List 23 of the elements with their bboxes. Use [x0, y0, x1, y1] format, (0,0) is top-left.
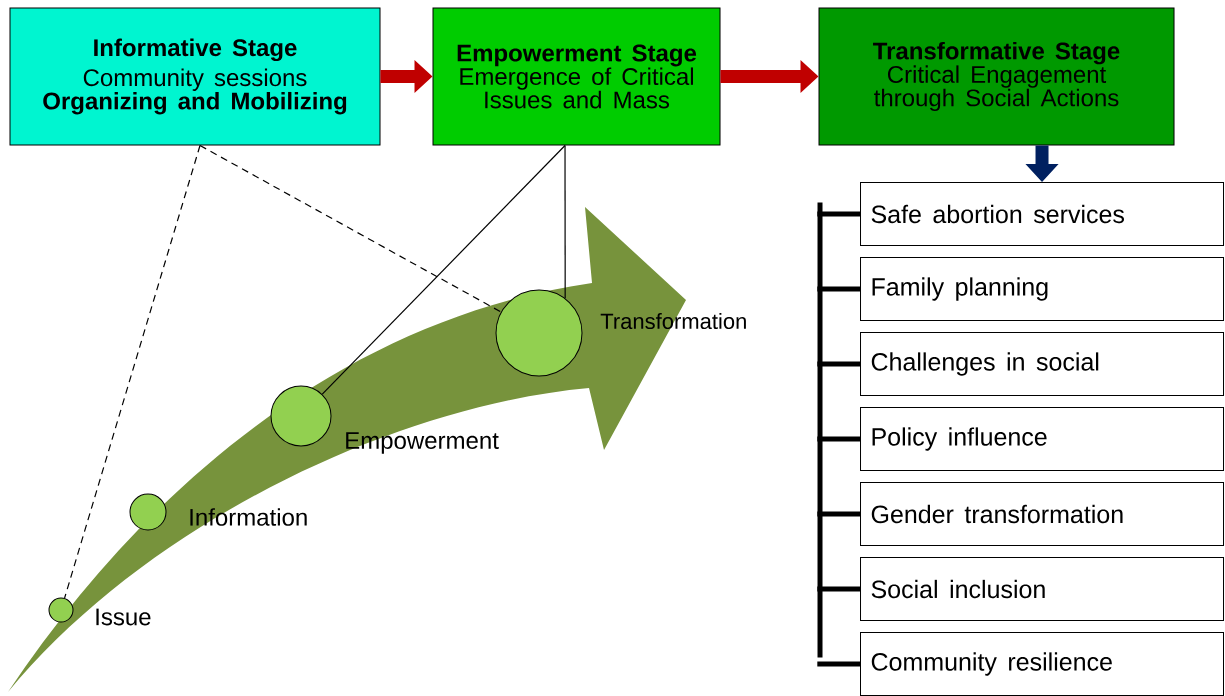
bracket-tick: [817, 361, 860, 367]
bracket-tick: [817, 436, 860, 442]
outcome-box: Safe abortion services: [860, 182, 1224, 246]
connector-line: [321, 144, 566, 395]
outcome-box: Gender transformation: [860, 482, 1224, 546]
outcome-box: Social inclusion: [860, 557, 1224, 621]
connector-line: [199, 144, 502, 313]
stage-box: Empowerment Stage Emergence of Critical Issues and Mass: [432, 7, 721, 146]
connector-line: [564, 144, 566, 299]
bracket-tick: [817, 286, 860, 292]
outcome-box: Policy influence: [860, 407, 1224, 471]
outcome-box: Family planning: [860, 257, 1224, 321]
circle-label: Issue: [96, 608, 151, 626]
bracket-tick: [817, 511, 860, 517]
outcome-box: Community resilience: [860, 632, 1224, 696]
bracket-bar: [817, 202, 823, 658]
outcome-box: Challenges in social: [860, 332, 1224, 396]
bracket-tick: [817, 211, 860, 217]
stage-box: Informative Stage Community sessions Organizing and Mobilizing: [9, 7, 381, 146]
bracket-tick: [817, 661, 860, 667]
bracket-tick: [817, 586, 860, 592]
connector-line: [64, 144, 201, 599]
stage-box: Transformative Stage Critical Engagement through Social Actions: [818, 7, 1175, 146]
